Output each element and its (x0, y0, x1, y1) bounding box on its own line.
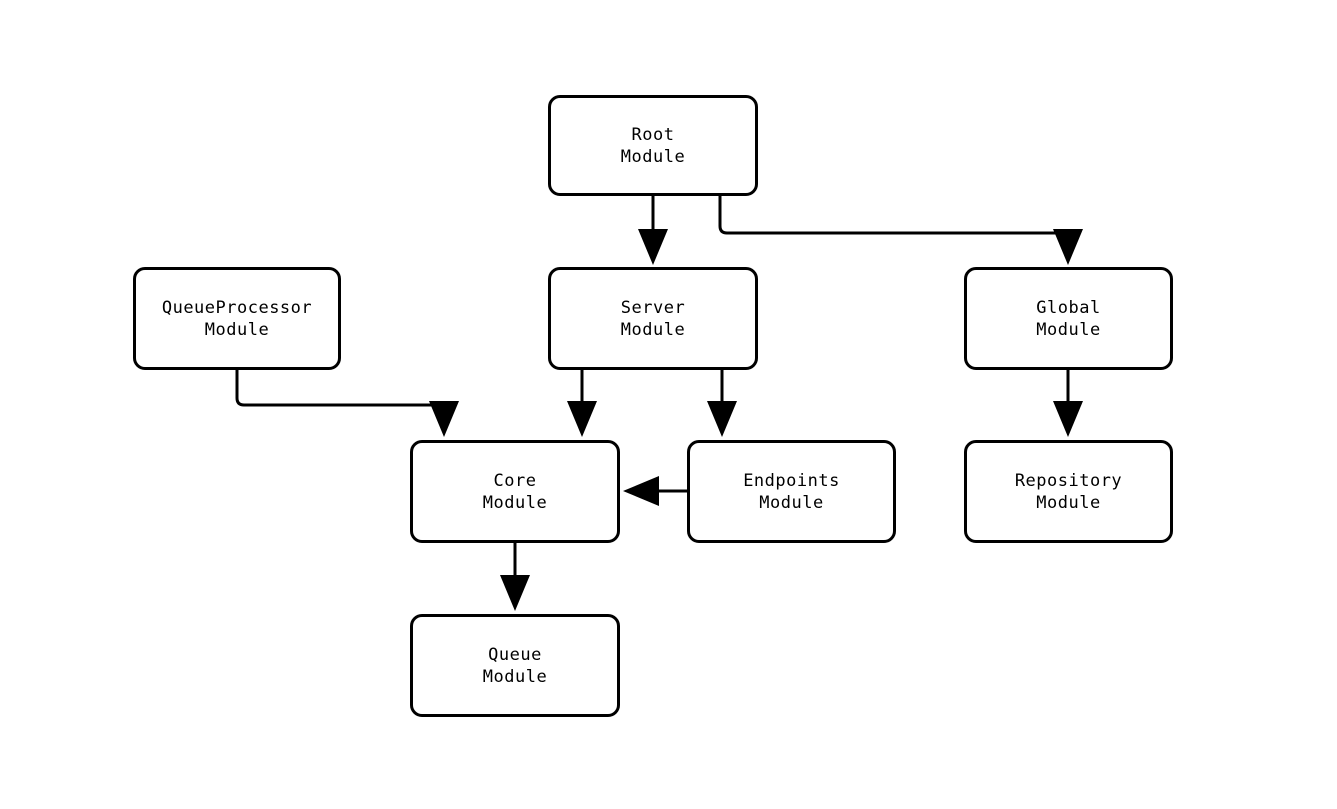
node-core-label-line2: Module (482, 492, 548, 513)
node-global-label-line2: Module (1036, 319, 1101, 340)
node-endpoints-label-line2: Module (759, 492, 824, 513)
node-repository[interactable]: Repository Module (964, 440, 1173, 543)
edges-group (235, 196, 1083, 611)
node-repository-label-line2: Module (1036, 492, 1101, 513)
node-core-label-line1: Core (493, 470, 537, 491)
node-repository-label-line1: Repository (1014, 470, 1123, 491)
node-server-label-line1: Server (620, 297, 686, 318)
node-root-label-line1: Root (631, 124, 675, 145)
edge-queueprocessor-to-core (235, 370, 459, 437)
node-queue-label-line1: Queue (488, 644, 542, 665)
node-endpoints-label-line1: Endpoints (743, 470, 840, 491)
node-root-label-line2: Module (620, 146, 686, 167)
node-global[interactable]: Global Module (964, 267, 1173, 370)
node-endpoints[interactable]: Endpoints Module (687, 440, 896, 543)
node-core[interactable]: Core Module (410, 440, 620, 543)
node-queueprocessor-label-line2: Module (204, 319, 270, 340)
node-root[interactable]: Root Module (548, 95, 758, 196)
edge-root-to-global (718, 196, 1083, 265)
node-queue[interactable]: Queue Module (410, 614, 620, 717)
node-queue-label-line2: Module (482, 666, 548, 687)
node-server[interactable]: Server Module (548, 267, 758, 370)
node-queueprocessor[interactable]: QueueProcessor Module (133, 267, 341, 370)
node-global-label-line1: Global (1036, 297, 1101, 318)
node-queueprocessor-label-line1: QueueProcessor (161, 297, 313, 318)
node-server-label-line2: Module (620, 319, 686, 340)
